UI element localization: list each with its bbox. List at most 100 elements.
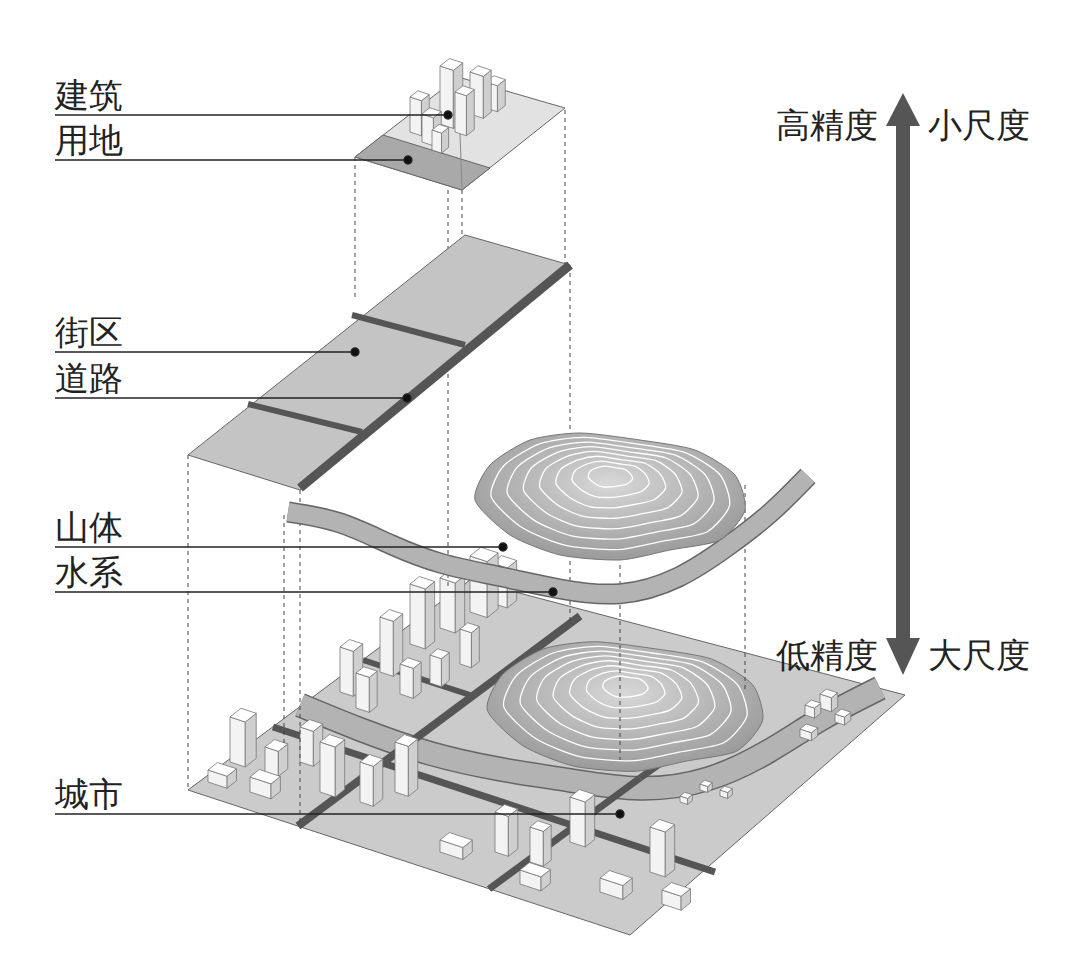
leader-dot [403,394,411,402]
building-roof [360,755,383,767]
building-side [665,825,674,877]
building-roof [400,658,421,669]
building-roof [720,786,732,792]
building [600,871,632,900]
building [400,658,421,699]
building-front [460,629,471,668]
projection-line [745,485,746,690]
building-roof [300,720,323,732]
building [495,805,518,857]
building-roof [380,610,403,622]
label-block: 街区 [55,315,123,349]
building-roof [440,833,472,848]
leader-line [55,591,553,592]
base-buildings [208,547,851,910]
building [410,577,435,649]
arrow-shaft [896,120,910,640]
contour-line [491,437,730,549]
building [835,709,851,725]
building-roof [440,59,463,71]
leader-lines [55,111,624,818]
building [440,833,472,860]
building-front [400,664,413,698]
building-side [335,740,344,797]
building-roof [662,883,690,897]
building-front [320,742,335,797]
contour-line [537,656,715,740]
building [360,755,383,807]
building-roof [410,577,435,589]
scale-label: 小尺度 [928,108,1030,142]
base-road [489,778,640,889]
contour-line [556,456,666,508]
building-front [410,97,421,136]
leader-line [55,813,620,814]
building-roof [432,124,449,133]
contour-line [586,671,665,708]
building [230,708,256,767]
mountain-layer [475,433,746,560]
label-land: 用地 [55,123,123,157]
leader-dot [499,543,507,551]
building-roof [455,86,474,96]
contour-line [540,451,682,518]
building [530,821,551,867]
building [356,667,377,713]
building [720,786,732,798]
building-roof [208,763,236,777]
building [208,763,236,789]
building-side [508,809,517,856]
building-roof [460,623,479,633]
building [455,86,474,136]
leader-line [55,114,448,115]
building-roof [320,735,345,747]
contour-line [570,666,682,719]
scale-label: 低精度 [776,638,878,672]
contour-line [523,447,698,529]
building [805,700,821,718]
building-side [543,825,551,866]
scale-label: 高精度 [776,108,878,142]
building-roof [805,700,821,708]
base-mountain [487,642,763,772]
building-side [471,627,479,668]
building [800,724,818,741]
projection-lines [188,110,745,826]
leader-line [55,351,355,352]
building-roof [230,708,256,722]
building-roof [410,91,429,101]
contour-line [588,466,632,487]
building [520,863,550,891]
label-city: 城市 [55,777,123,811]
building-roof [700,780,712,786]
contour-line [603,676,648,697]
building-roof [570,790,595,802]
projection-line [565,110,566,265]
building-roof [835,709,851,717]
building-front [440,66,453,128]
building-roof [520,863,550,877]
road-strip [352,315,465,345]
building [300,720,323,767]
building [460,623,479,668]
building-roof [395,735,418,747]
city-ground [188,580,905,935]
leader-dot [549,588,557,596]
building-front [340,647,353,696]
mountain-body [487,642,763,772]
building-side [408,739,417,796]
building-side [369,671,377,712]
building [395,735,418,797]
leader-line [55,546,503,547]
contour-line [503,646,747,760]
parcel-layer [355,59,565,190]
building-roof [650,820,675,832]
building-front [455,92,466,136]
building-side [585,795,594,847]
city-base-layer [188,547,905,935]
projection-line [284,515,285,745]
building-side [466,90,474,136]
building [430,649,449,687]
